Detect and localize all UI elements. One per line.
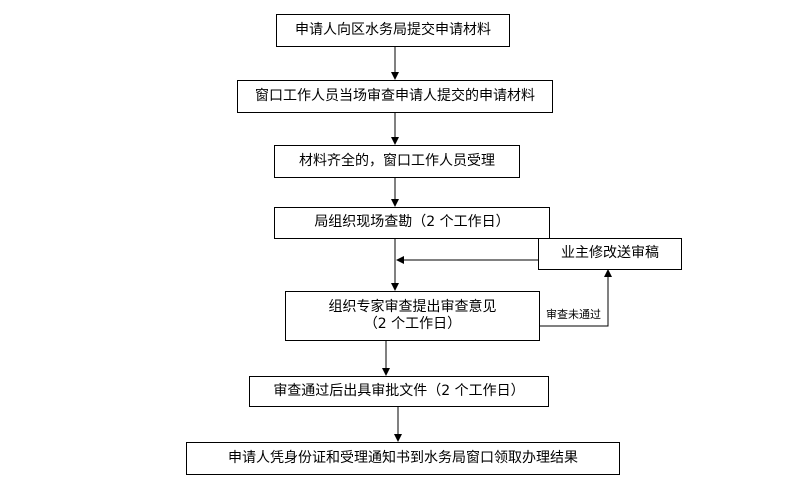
step-expert-review: 组织专家审查提出审查意见 （2 个工作日） <box>285 291 540 341</box>
step-accept-materials: 材料齐全的，窗口工作人员受理 <box>274 145 520 178</box>
step-issue-approval: 审查通过后出具审批文件（2 个工作日） <box>249 376 549 407</box>
expert-review-line-1: 组织专家审查提出审查意见 <box>328 298 497 315</box>
side-box-revise-draft: 业主修改送审稿 <box>538 238 682 270</box>
step-site-survey: 局组织现场查勘（2 个工作日） <box>274 207 550 239</box>
loop-label-review-failed: 审查未通过 <box>546 308 601 321</box>
loop-line-review-failed <box>540 269 612 327</box>
expert-review-line-2: （2 个工作日） <box>363 316 462 332</box>
step-submit-application: 申请人向区水务局提交申请材料 <box>276 14 510 47</box>
step-collect-result: 申请人凭身份证和受理通知书到水务局窗口领取办理结果 <box>186 442 620 475</box>
step-window-review: 窗口工作人员当场审查申请人提交的申请材料 <box>237 80 553 113</box>
